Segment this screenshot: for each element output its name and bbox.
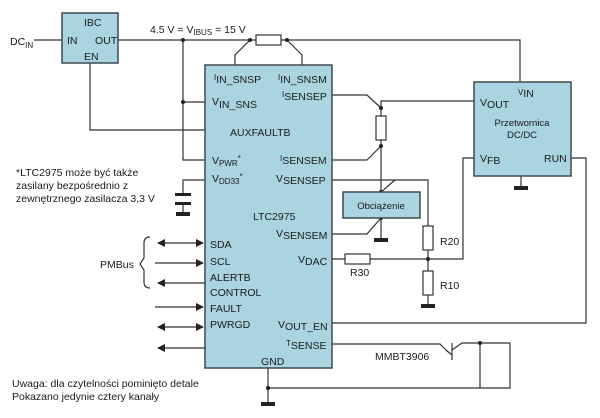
svg-text:VIN_SNS: VIN_SNS (212, 96, 257, 111)
pmbus-label: PMBus (100, 259, 134, 271)
r10-label: R10 (440, 280, 459, 292)
capacitor-icon (175, 193, 191, 205)
svg-text:EN: EN (84, 51, 99, 63)
svg-text:IN: IN (67, 35, 78, 47)
bus-sense-resistor (255, 34, 282, 46)
note: Uwaga: dla czytelności pominięto detale … (12, 378, 199, 403)
ground-icon (176, 212, 190, 216)
resistor-r20 (422, 225, 434, 251)
svg-text:IIN_SNSP: IIN_SNSP (214, 73, 261, 86)
svg-text:Uwaga: dla czytelności pominię: Uwaga: dla czytelności pominięto detale (12, 378, 199, 390)
svg-text:VFB: VFB (480, 153, 500, 167)
svg-text:ISENSEP: ISENSEP (282, 90, 327, 103)
svg-text:*LTC2975 może być także: *LTC2975 może być także (16, 167, 139, 179)
resistor-r10 (422, 270, 434, 296)
svg-text:SCL: SCL (210, 256, 231, 268)
svg-text:ALERTB: ALERTB (210, 272, 251, 284)
svg-text:SDA: SDA (210, 239, 232, 251)
svg-text:DC/DC: DC/DC (507, 130, 537, 141)
svg-text:zasilany bezpośrednio z: zasilany bezpośrednio z (16, 180, 128, 192)
svg-text:IBC: IBC (84, 17, 102, 29)
svg-text:VSENSEP: VSENSEP (276, 173, 326, 187)
svg-text:IIN_SNSM: IIN_SNSM (278, 73, 327, 86)
svg-text:GND: GND (261, 356, 285, 368)
svg-text:TSENSE: TSENSE (286, 339, 327, 352)
r20-label: R20 (440, 236, 459, 248)
svg-text:Pokazano jedynie cztery kanały: Pokazano jedynie cztery kanały (12, 391, 160, 403)
svg-text:VOUT: VOUT (480, 97, 510, 111)
dcdc-converter-block: VOUT VIN Przetwornica DC/DC VFB RUN (473, 81, 572, 177)
svg-text:VSENSEM: VSENSEM (276, 228, 327, 242)
ground-icon (421, 304, 435, 308)
footnote: *LTC2975 może być także zasilany bezpośr… (16, 167, 155, 205)
r30-label: R30 (350, 267, 369, 279)
ltc2975-chip: IIN_SNSP IIN_SNSM VIN_SNS ISENSEP AUXFAU… (204, 64, 333, 369)
svg-text:PWRGD: PWRGD (210, 319, 251, 331)
bus-voltage-label: 4.5 V = VIBUS = 15 V (150, 24, 246, 37)
svg-text:ISENSEM: ISENSEM (280, 154, 327, 167)
ground-icon (374, 238, 388, 242)
svg-text:FAULT: FAULT (210, 303, 242, 315)
svg-text:VDD33*: VDD33* (212, 172, 243, 186)
svg-text:CONTROL: CONTROL (210, 287, 261, 299)
svg-text:OUT: OUT (95, 35, 118, 47)
load-block: Obciążenie (342, 191, 421, 219)
svg-text:AUXFAULTB: AUXFAULTB (230, 127, 291, 139)
svg-text:VOUT_EN: VOUT_EN (278, 319, 328, 333)
ground-icon (261, 402, 275, 406)
pmbus-brace (139, 236, 151, 289)
svg-text:RUN: RUN (544, 153, 567, 165)
resistor-r30 (344, 253, 371, 265)
svg-text:zewnętrznego zasilacza 3,3 V: zewnętrznego zasilacza 3,3 V (16, 193, 155, 205)
svg-text:VDAC: VDAC (298, 254, 328, 268)
svg-text:VPWR*: VPWR* (212, 154, 241, 168)
transistor-label: MMBT3906 (375, 351, 429, 363)
ground-icon (514, 186, 528, 190)
svg-text:Przetwornica: Przetwornica (495, 118, 551, 129)
load-sense-resistor (375, 115, 387, 141)
signal-arrows (155, 239, 205, 352)
dc-in-label: DCIN (10, 36, 33, 50)
ibc-block: IBC IN OUT EN (61, 12, 119, 64)
wires (34, 39, 587, 402)
svg-text:VIN: VIN (518, 88, 534, 100)
svg-text:LTC2975: LTC2975 (253, 211, 296, 223)
svg-text:Obciążenie: Obciążenie (357, 201, 405, 212)
